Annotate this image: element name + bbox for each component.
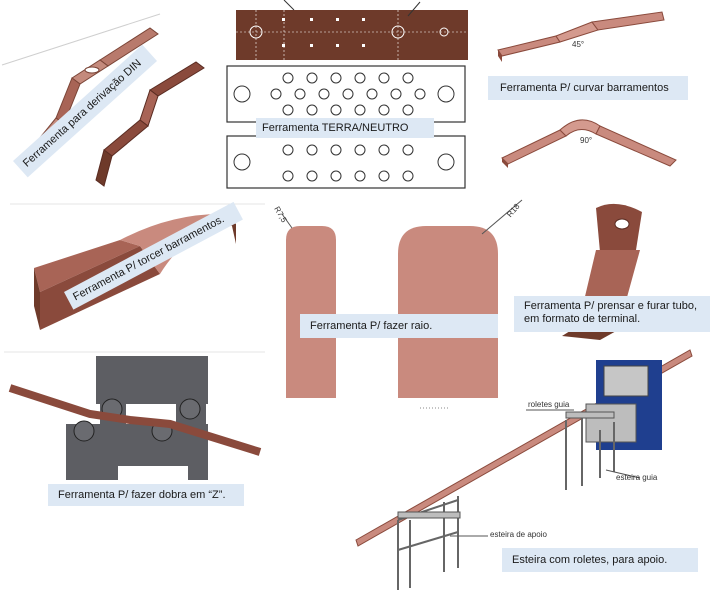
annotation-esteira-apoio: esteira de apoio xyxy=(490,530,547,539)
annotation-angle-90: 90° xyxy=(580,136,593,145)
annotation-roletes-guia: roletes guia xyxy=(528,400,570,409)
label-terminal-line2: em formato de terminal. xyxy=(524,313,641,325)
roller-conveyor xyxy=(355,349,693,590)
z-bend-tool xyxy=(4,351,265,480)
label-esteira: Esteira com roletes, para apoio. xyxy=(502,548,698,572)
bent-bar-90 xyxy=(501,119,677,168)
label-dobra-z: Ferramenta P/ fazer dobra em “Z”. xyxy=(48,484,244,506)
label-terra-neutro: Ferramenta TERRA/NEUTRO xyxy=(256,118,434,138)
annotation-esteira-guia: esteira guia xyxy=(616,473,658,482)
label-terminal-line1: Ferramenta P/ prensar e furar tubo, xyxy=(524,300,698,312)
label-raio: Ferramenta P/ fazer raio. xyxy=(300,314,498,338)
label-curvar: Ferramenta P/ curvar barramentos xyxy=(488,76,688,100)
annotation-angle-45: 45° xyxy=(572,40,585,49)
din-derivation-part-lower xyxy=(95,61,205,187)
bent-bar-45 xyxy=(497,11,665,62)
label-terminal: Ferramenta P/ prensar e furar tubo, em f… xyxy=(514,296,710,332)
radius-tool-drawing xyxy=(281,199,523,409)
terra-neutro-drawing xyxy=(226,0,468,189)
